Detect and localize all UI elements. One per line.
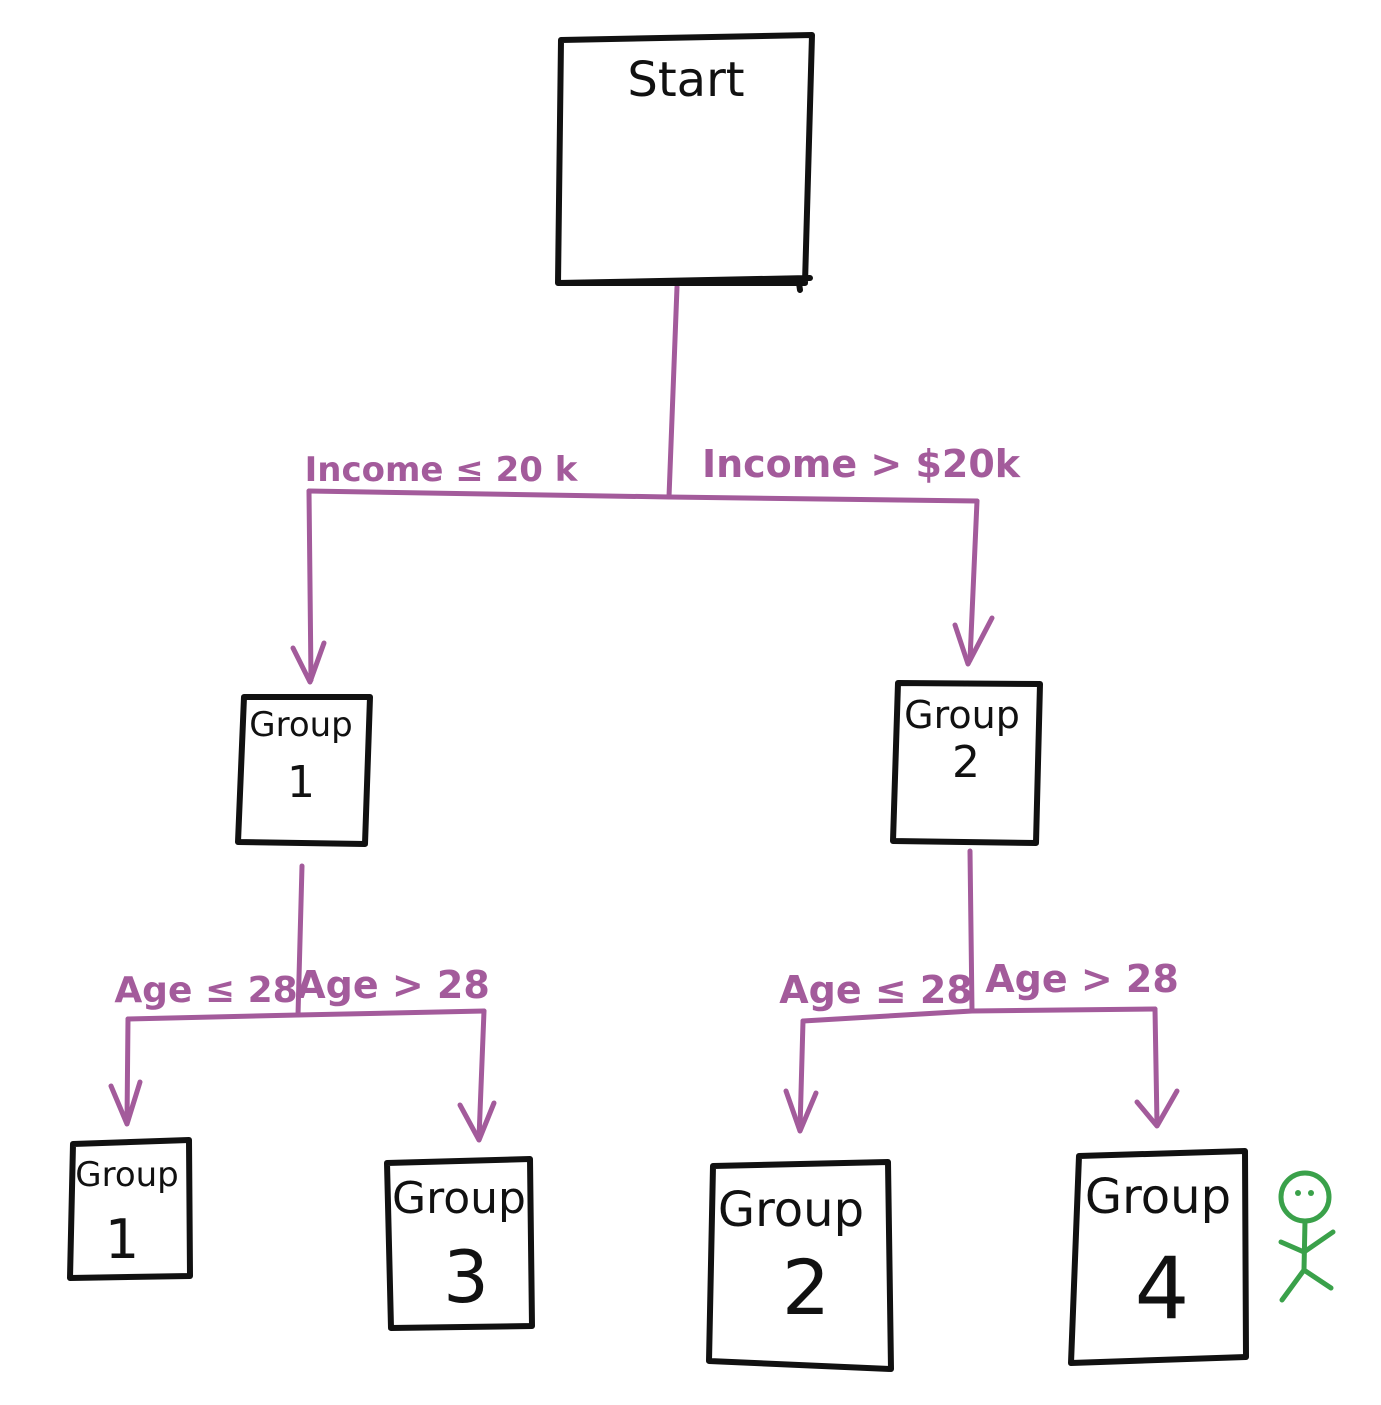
node-leaf-group4: Group 4 [1068, 1148, 1249, 1366]
node-group1: Group 1 [235, 694, 373, 847]
stick-figure-eye-left [1295, 1190, 1301, 1196]
node-leaf-group2: Group 2 [706, 1159, 894, 1372]
stick-figure-head [1278, 1170, 1332, 1224]
node-start-box [555, 32, 815, 293]
node-group1-box [235, 694, 373, 847]
node-start-label: Start [627, 52, 744, 108]
node-leaf-group4-line1: Group [1085, 1169, 1231, 1225]
node-group2-line1: Group [904, 693, 1020, 737]
node-leaf-group2-box [706, 1159, 894, 1372]
edge-label-income-high: Income > $20k [702, 442, 1021, 486]
arrowhead-leaf-group1 [108, 1079, 143, 1127]
node-leaf-group3-line2: 3 [443, 1235, 489, 1319]
edge-income-low-drop [306, 488, 314, 683]
edge-label-g1-age-high: Age > 28 [296, 963, 490, 1007]
edge-g1-high-drop [476, 1008, 487, 1141]
stick-figure-icon [1278, 1170, 1336, 1303]
node-group2-line2: 2 [952, 737, 980, 788]
stick-figure-legs [1279, 1266, 1334, 1303]
node-group1-line2: 1 [287, 757, 315, 808]
node-leaf-group1-box [67, 1137, 193, 1281]
node-leaf-group3: Group 3 [384, 1156, 535, 1331]
arrowhead-group2 [952, 615, 995, 667]
edge-income-high-drop [967, 498, 980, 663]
node-leaf-group2-line2: 2 [782, 1243, 830, 1332]
node-leaf-group1: Group 1 [67, 1137, 193, 1281]
node-leaf-group4-line2: 4 [1135, 1239, 1190, 1339]
edge-start-trunk [666, 284, 680, 500]
edge-label-g1-age-low: Age ≤ 28 [114, 970, 297, 1011]
node-group2-box [890, 680, 1043, 846]
stick-figure-eye-right [1308, 1190, 1314, 1196]
node-start: Start [555, 32, 815, 293]
edge-label-income-low: Income ≤ 20 k [305, 450, 579, 490]
edge-g1-split-bar [125, 1008, 487, 1022]
stick-figure-body [1301, 1218, 1308, 1273]
edge-g2-low-drop [797, 1018, 806, 1132]
arrowhead-leaf-group4 [1134, 1088, 1180, 1129]
node-group2: Group 2 [890, 680, 1043, 846]
arrowhead-leaf-group2 [783, 1088, 819, 1134]
arrowheads [108, 615, 1180, 1143]
node-leaf-group1-line2: 1 [105, 1208, 139, 1271]
edge-labels: Income ≤ 20 k Income > $20k Age ≤ 28 Age… [114, 442, 1178, 1012]
stick-figure-arms [1278, 1229, 1336, 1255]
edge-income-split-bar [306, 488, 980, 504]
node-leaf-group2-line1: Group [718, 1182, 864, 1238]
edge-g2-high-drop [1152, 1006, 1160, 1127]
node-leaf-group3-line1: Group [392, 1173, 526, 1224]
node-leaf-group3-box [384, 1156, 535, 1331]
arrowhead-leaf-group3 [457, 1100, 497, 1143]
node-leaf-group1-line1: Group [75, 1155, 179, 1195]
node-group1-line1: Group [249, 705, 353, 745]
edge-label-g2-age-low: Age ≤ 28 [779, 968, 973, 1012]
edge-label-g2-age-high: Age > 28 [985, 957, 1179, 1001]
edge-g1-trunk [295, 863, 305, 1018]
edge-g2-trunk [967, 848, 975, 1014]
node-leaf-group4-box [1068, 1148, 1249, 1366]
arrowhead-group1 [290, 640, 327, 685]
edge-g2-split-bar [800, 1006, 1158, 1024]
edge-lines [124, 284, 1160, 1141]
edge-g1-low-drop [124, 1016, 131, 1125]
